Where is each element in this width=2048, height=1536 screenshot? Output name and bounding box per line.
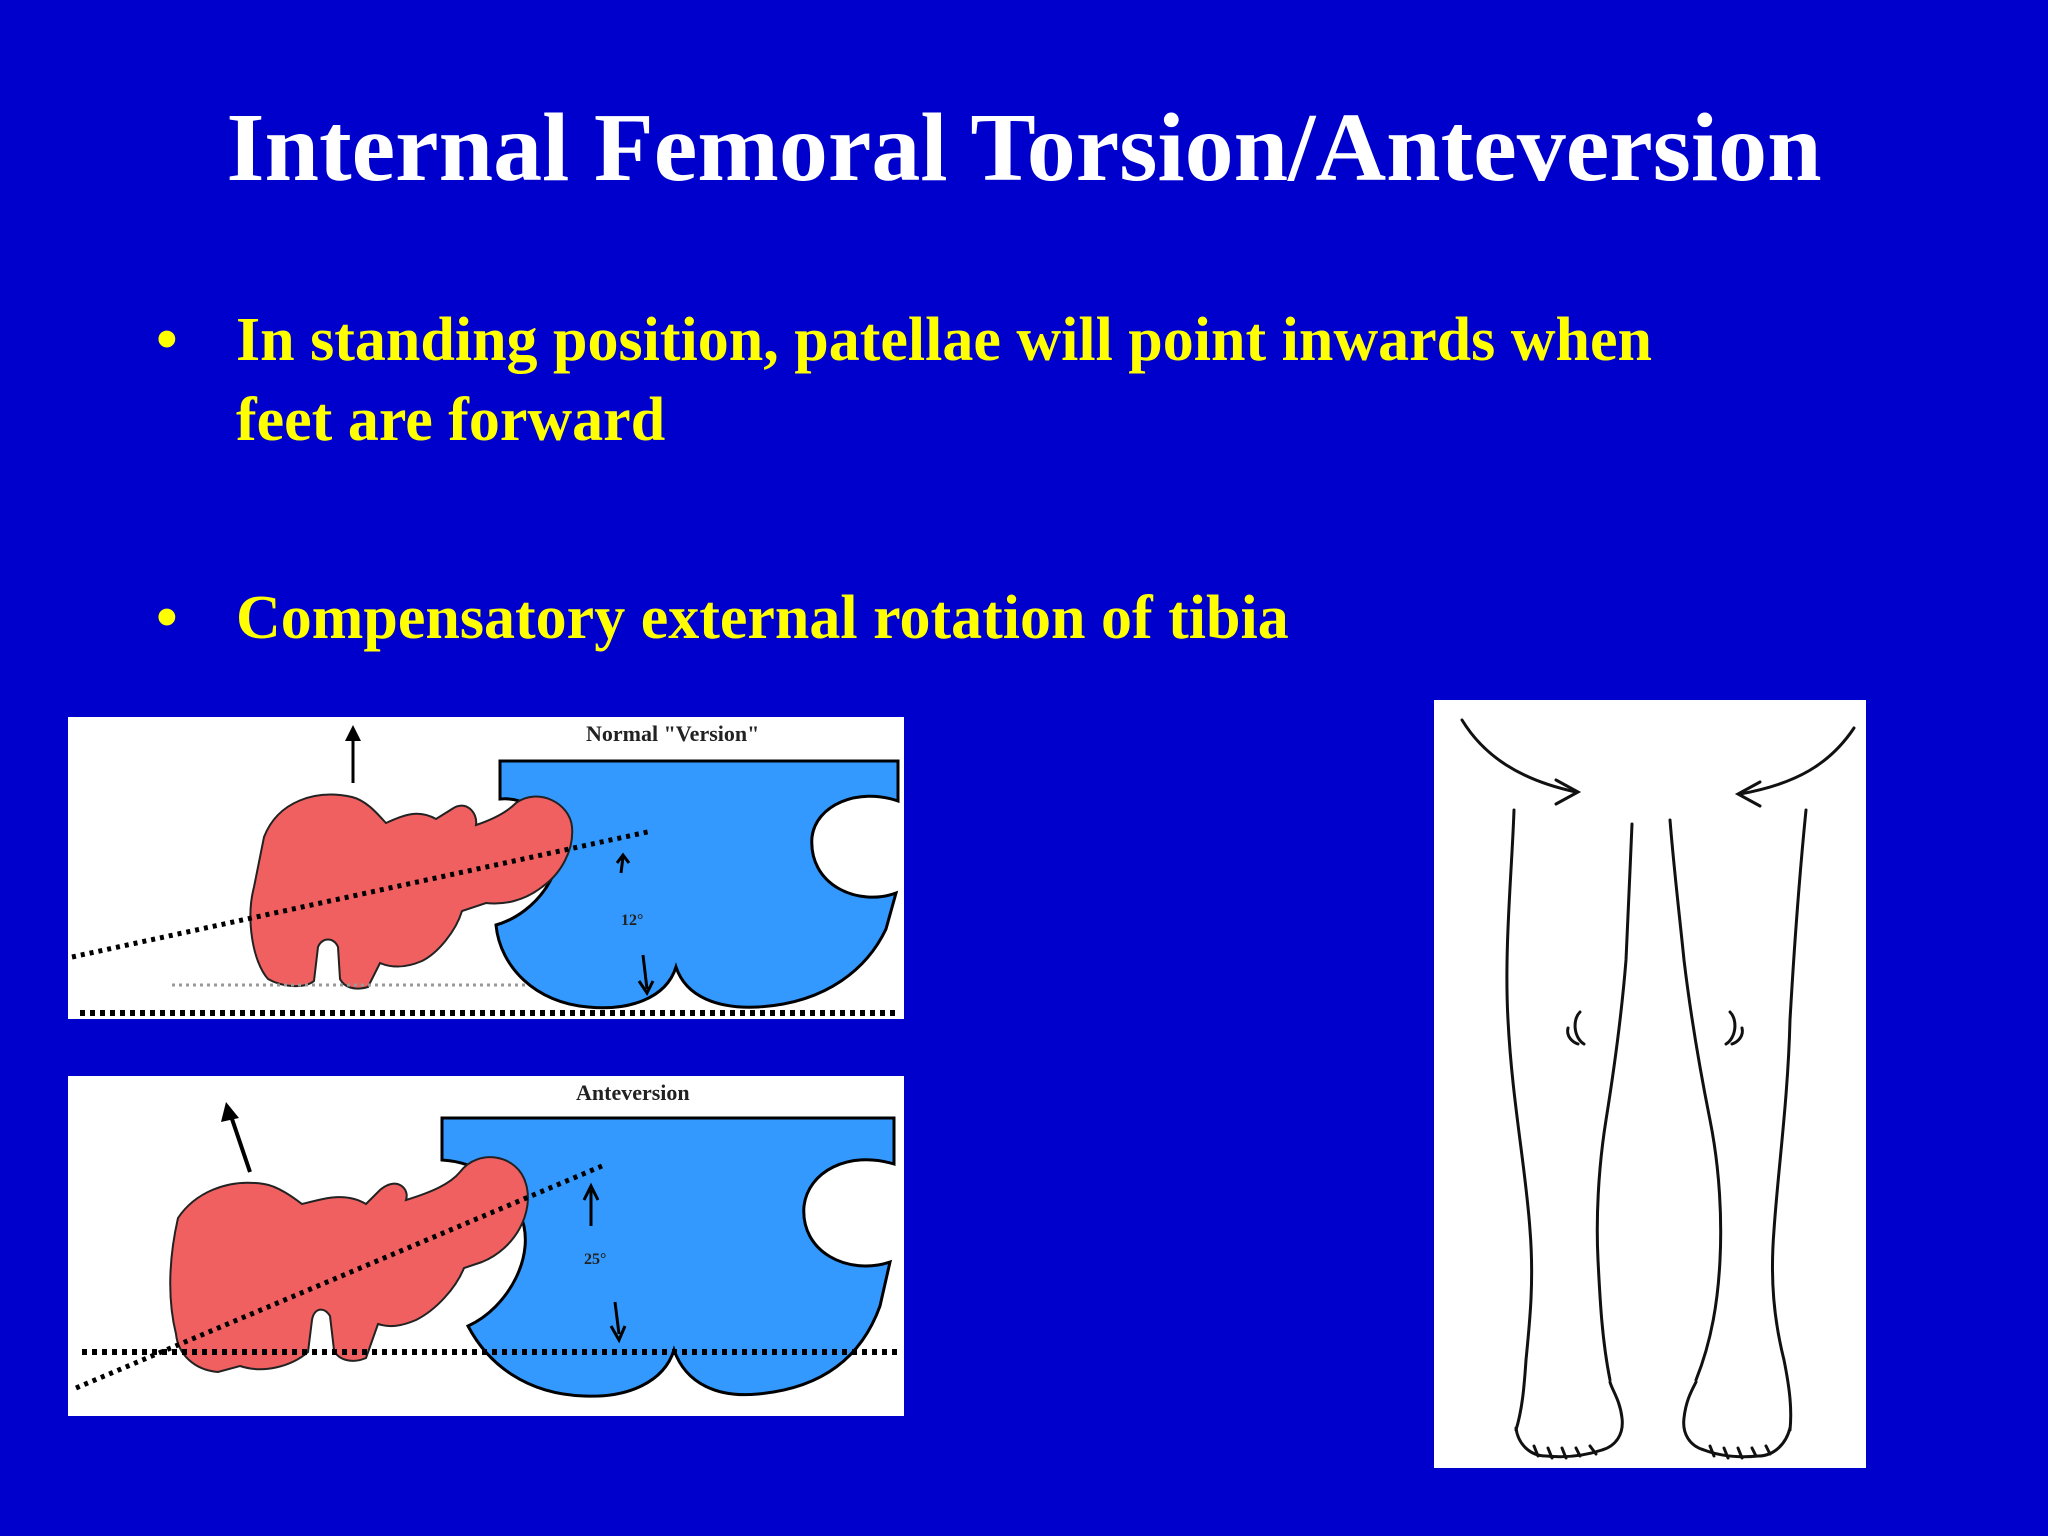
anteversion-drawing: Anteversion 25° bbox=[75, 1080, 900, 1398]
arrow-diagonal-icon bbox=[221, 1102, 239, 1122]
angle-arrow-top-icon bbox=[615, 852, 631, 874]
inward-arrow-right-icon bbox=[1734, 726, 1856, 808]
pelvis-shape bbox=[440, 1116, 896, 1398]
anteversion-label: Anteversion bbox=[576, 1080, 690, 1105]
bullet-text: In standing position, patellae will poin… bbox=[236, 306, 1653, 454]
normal-version-label: Normal "Version" bbox=[586, 721, 759, 746]
left-leg-outline bbox=[1505, 808, 1634, 1460]
normal-version-figure: Normal "Version" 12° bbox=[68, 717, 904, 1019]
legs-illustration bbox=[1434, 700, 1866, 1468]
anteversion-angle-label: 25° bbox=[584, 1251, 606, 1268]
bullet-marker: • bbox=[156, 306, 178, 374]
bullet-marker: • bbox=[156, 584, 178, 652]
bullet-list: • In standing position, patellae will po… bbox=[150, 300, 1750, 658]
femur-shape bbox=[169, 1156, 529, 1374]
bullet-item: • Compensatory external rotation of tibi… bbox=[150, 578, 1750, 658]
inward-arrow-left-icon bbox=[1460, 718, 1582, 806]
bullet-text: Compensatory external rotation of tibia bbox=[236, 584, 1289, 652]
bullet-item: • In standing position, patellae will po… bbox=[150, 300, 1750, 460]
angle-arrow-top-icon bbox=[582, 1182, 600, 1226]
angle-arrow-bottom-icon bbox=[609, 1301, 627, 1344]
right-leg-outline bbox=[1668, 808, 1808, 1460]
arrow-up-icon bbox=[345, 725, 361, 741]
legs-drawing bbox=[1460, 718, 1856, 1460]
arrow-diagonal-line bbox=[229, 1115, 252, 1173]
normal-version-drawing: Normal "Version" 12° bbox=[71, 721, 900, 1016]
anteversion-figure: Anteversion 25° bbox=[68, 1076, 904, 1416]
slide-title: Internal Femoral Torsion/Anteversion bbox=[226, 94, 1822, 202]
normal-angle-label: 12° bbox=[621, 912, 643, 929]
femur-shape bbox=[249, 793, 574, 990]
angle-arrow-bottom-icon bbox=[637, 954, 655, 996]
pelvis-shape bbox=[494, 759, 900, 1010]
